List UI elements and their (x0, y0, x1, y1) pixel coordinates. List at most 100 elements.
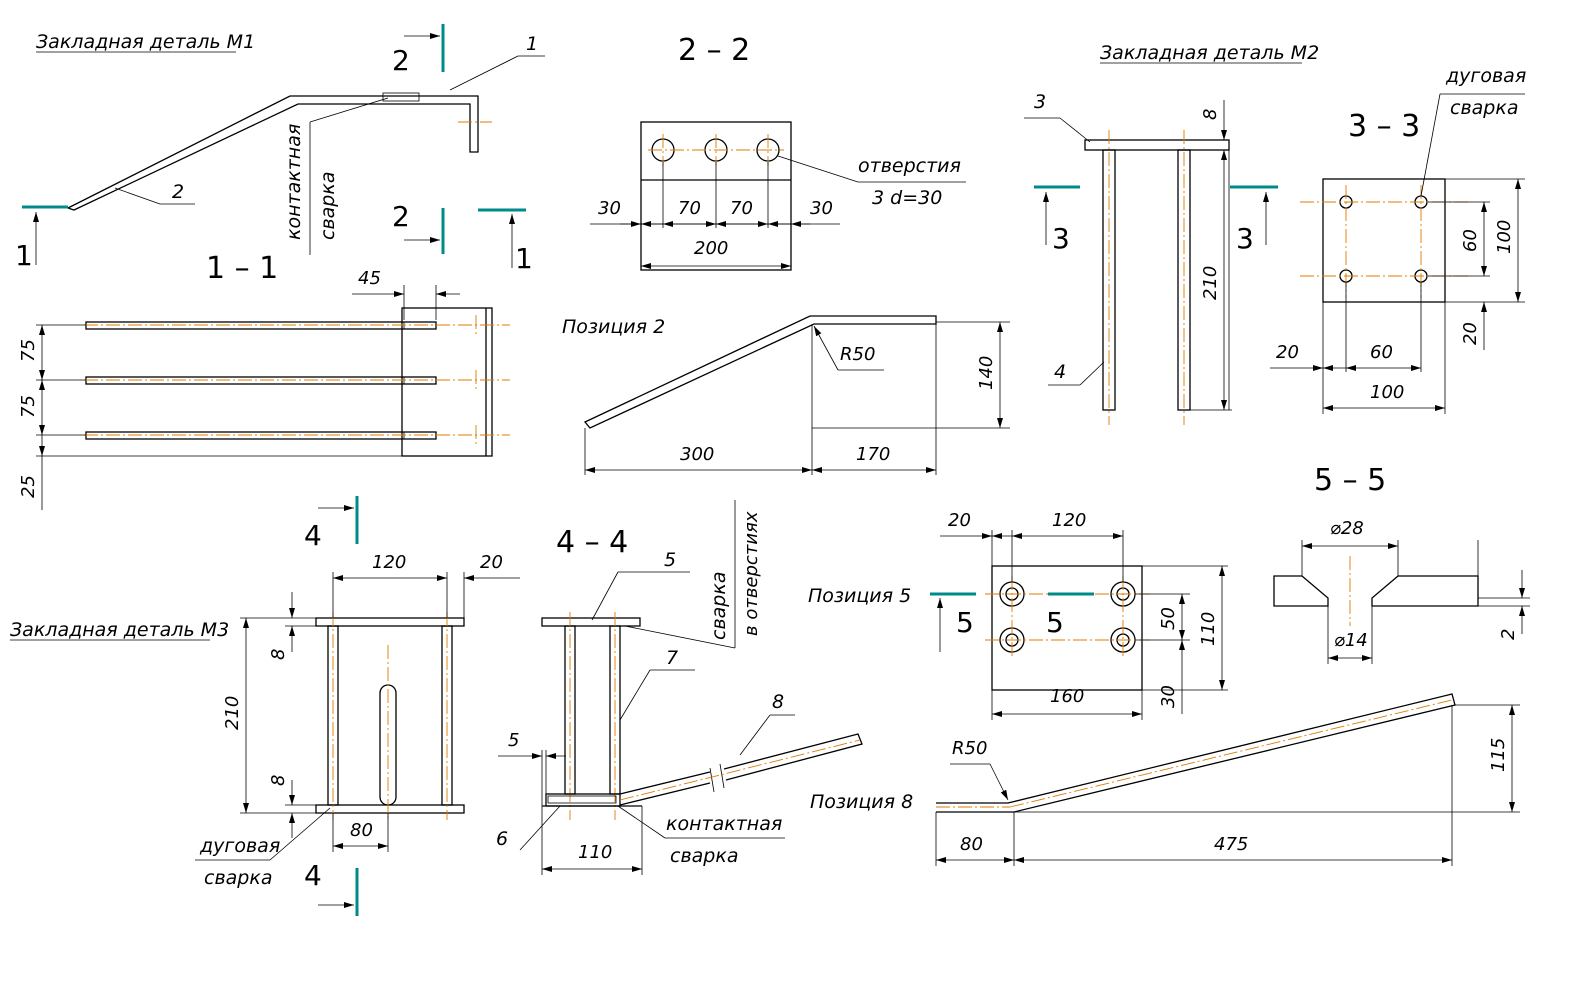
svg-text:30: 30 (810, 198, 833, 219)
position-8: Позиция 8 80 475 115 R50 (810, 693, 1520, 866)
leader-2: 2 (172, 181, 184, 203)
svg-text:75: 75 (18, 395, 39, 418)
holes-label: отверстия (858, 155, 961, 177)
svg-text:300: 300 (680, 444, 714, 465)
svg-text:140: 140 (976, 356, 997, 390)
svg-text:R50: R50 (952, 738, 987, 759)
svg-text:5: 5 (956, 606, 974, 639)
svg-text:50: 50 (1158, 607, 1179, 630)
section-5-5: 5 – 5 ⌀28 ⌀14 2 (1273, 463, 1530, 664)
section-4-4: 4 – 4 5 7 8 6 сварка в отверстиях (496, 500, 863, 875)
svg-text:8: 8 (1200, 109, 1221, 120)
leader-8: 8 (772, 691, 784, 713)
leader-7: 7 (666, 647, 678, 669)
svg-text:25: 25 (18, 475, 39, 498)
contact-weld-label: контактная (283, 124, 305, 240)
title-m1: Закладная деталь М1 (36, 31, 255, 53)
section-marker-1-right: 1 (478, 208, 533, 275)
svg-text:2: 2 (392, 44, 410, 77)
svg-text:110: 110 (1198, 612, 1219, 646)
svg-text:20: 20 (1276, 342, 1299, 363)
svg-text:200: 200 (694, 238, 728, 259)
section-2-2: 2 – 2 30 70 70 30 200 отверстия 3 d=30 (590, 33, 966, 271)
svg-text:8: 8 (268, 649, 289, 660)
position-5: Позиция 5 20 120 50 110 30 160 (808, 510, 1228, 720)
position-5-label: Позиция 5 (808, 585, 911, 607)
svg-text:Закладная деталь М2: Закладная деталь М2 (1100, 42, 1319, 64)
svg-text:475: 475 (1214, 834, 1248, 855)
hole-weld-label: сварка (708, 572, 730, 640)
svg-text:110: 110 (578, 842, 612, 863)
leader-6: 6 (496, 828, 508, 850)
title-m3: Закладная деталь М3 (10, 619, 229, 641)
section-4-4-title: 4 – 4 (556, 525, 628, 560)
svg-text:70: 70 (730, 198, 753, 219)
svg-text:80: 80 (960, 834, 983, 855)
svg-text:20: 20 (948, 510, 971, 531)
svg-text:2: 2 (392, 200, 410, 233)
section-marker-4-top: 4 (304, 496, 359, 552)
section-1-1-title: 1 – 1 (206, 251, 278, 286)
leader-5: 5 (664, 549, 676, 571)
svg-text:20: 20 (1460, 322, 1481, 345)
svg-text:2: 2 (1498, 629, 1519, 640)
position-2: Позиция 2 300 170 140 R50 (562, 315, 1010, 475)
svg-text:4: 4 (304, 519, 322, 552)
title-m2: Закладная деталь М2 (1100, 42, 1319, 64)
section-marker-3-left: 3 (1034, 185, 1080, 255)
svg-text:5: 5 (508, 730, 519, 751)
svg-text:20: 20 (480, 552, 503, 573)
svg-text:3: 3 (1052, 222, 1070, 255)
svg-text:75: 75 (18, 339, 39, 362)
svg-text:210: 210 (1200, 266, 1221, 300)
leader-4: 4 (1054, 361, 1066, 383)
svg-text:45: 45 (358, 268, 381, 289)
svg-text:3: 3 (1236, 222, 1254, 255)
svg-text:Закладная деталь М1: Закладная деталь М1 (36, 31, 255, 53)
svg-text:сварка: сварка (670, 845, 738, 867)
svg-text:Закладная деталь М3: Закладная деталь М3 (10, 619, 229, 641)
arc-weld-label-m2: дуговая (1445, 65, 1526, 87)
svg-text:210: 210 (222, 696, 243, 730)
svg-text:170: 170 (856, 444, 890, 465)
svg-text:30: 30 (598, 198, 621, 219)
svg-text:100: 100 (1370, 382, 1404, 403)
section-marker-5-right: 5 (1046, 592, 1094, 639)
leader-1: 1 (526, 33, 538, 55)
section-1-1: 1 – 1 45 75 75 25 (18, 251, 510, 510)
svg-text:60: 60 (1370, 342, 1393, 363)
svg-text:80: 80 (350, 820, 373, 841)
section-5-5-title: 5 – 5 (1314, 463, 1386, 498)
svg-text:70: 70 (678, 198, 701, 219)
section-marker-3-right: 3 (1230, 185, 1278, 255)
svg-text:сварка: сварка (204, 867, 272, 889)
m2-side-view: 210 8 3 4 (1024, 91, 1232, 425)
section-marker-2-top: 2 (392, 24, 445, 77)
svg-text:сварка: сварка (317, 172, 339, 240)
position-2-label: Позиция 2 (562, 316, 665, 338)
svg-text:1: 1 (515, 242, 533, 275)
svg-text:115: 115 (1488, 738, 1509, 772)
arc-weld-label-m3: дуговая (199, 835, 280, 857)
section-marker-5-left: 5 (930, 592, 976, 652)
svg-text:160: 160 (1050, 686, 1084, 707)
position-8-label: Позиция 8 (810, 791, 913, 813)
svg-text:120: 120 (1052, 510, 1086, 531)
svg-text:1: 1 (15, 239, 33, 272)
svg-text:8: 8 (268, 775, 289, 786)
section-3-3: 3 – 3 дуговая сварка 60 100 20 20 (1270, 65, 1526, 414)
section-marker-4-bottom: 4 (304, 859, 359, 916)
svg-text:сварка: сварка (1450, 97, 1518, 119)
svg-text:100: 100 (1494, 220, 1515, 254)
leader-3: 3 (1034, 91, 1046, 113)
svg-text:3 d=30: 3 d=30 (872, 187, 942, 209)
section-marker-2-bottom: 2 (392, 200, 445, 254)
svg-text:5: 5 (1046, 606, 1064, 639)
svg-text:4: 4 (304, 859, 322, 892)
svg-text:⌀28: ⌀28 (1330, 518, 1364, 539)
svg-text:120: 120 (372, 552, 406, 573)
svg-text:60: 60 (1460, 229, 1481, 252)
section-3-3-title: 3 – 3 (1348, 109, 1420, 144)
